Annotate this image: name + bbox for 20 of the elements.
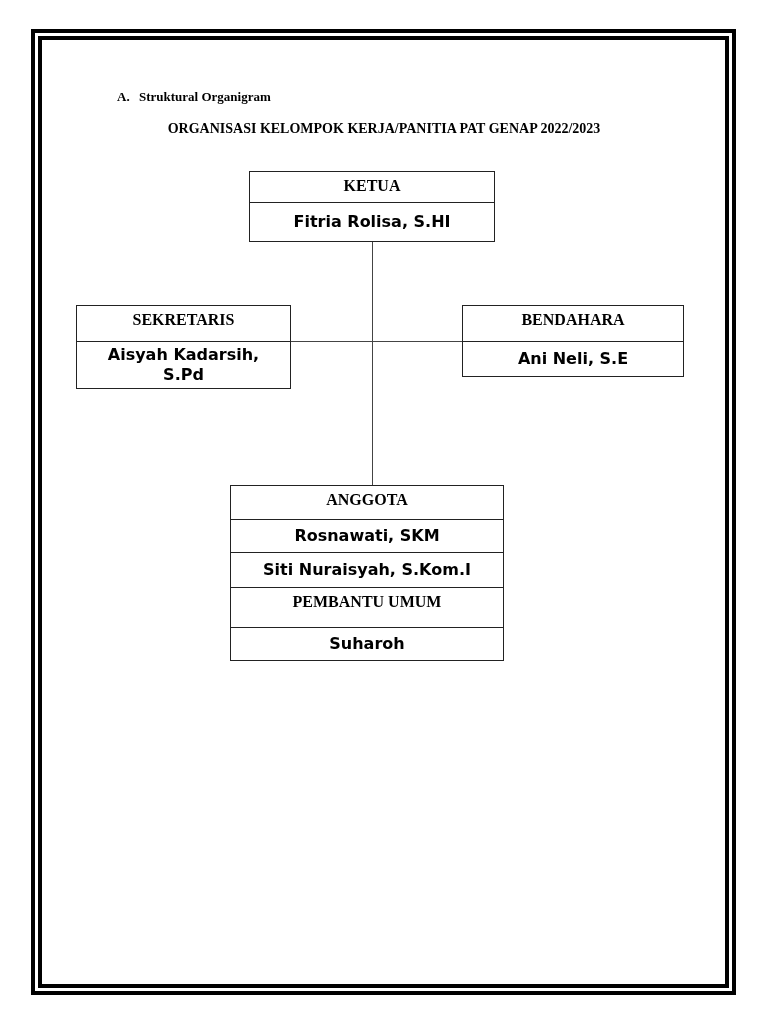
role-title: KETUA: [343, 176, 401, 196]
person-name: Rosnawati, SKM: [294, 526, 440, 546]
position-box: [76, 305, 291, 389]
connector-line: [372, 241, 463, 342]
role-title: SEKRETARIS: [132, 310, 235, 330]
chart-title: ORGANISASI KELOMPOK KERJA/PANITIA PAT GENAP 2022/2023: [167, 120, 601, 138]
section-heading: Struktural Organigram: [139, 89, 271, 105]
person-name: Fitria Rolisa, S.HI: [293, 212, 451, 232]
section-letter: A.: [117, 89, 130, 105]
position-box: [230, 587, 504, 661]
role-title: PEMBANTU UMUM: [292, 592, 442, 612]
position-box: [462, 305, 684, 377]
role-title: BENDAHARA: [521, 310, 625, 330]
position-box: [249, 171, 495, 242]
position-box: [230, 485, 504, 588]
role-title: ANGGOTA: [326, 490, 408, 510]
person-name: Aisyah Kadarsih, S.Pd: [106, 345, 261, 385]
person-name: Ani Neli, S.E: [517, 349, 629, 369]
person-name: Siti Nuraisyah, S.Kom.I: [263, 560, 471, 580]
person-name: Suharoh: [329, 634, 405, 654]
